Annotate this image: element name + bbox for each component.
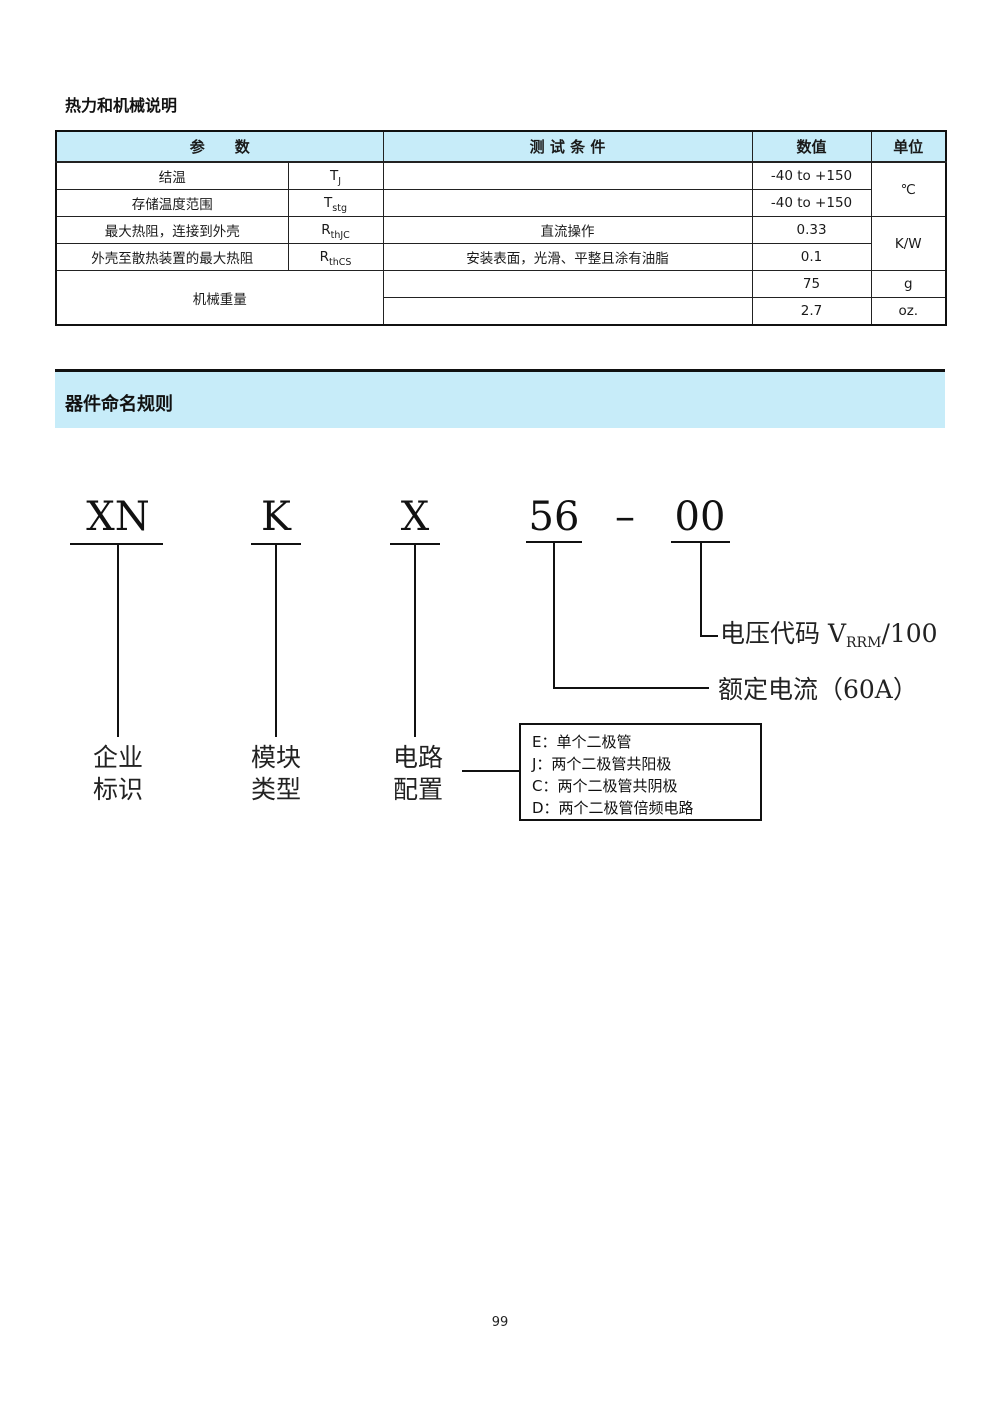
param-value: 0.33 bbox=[751, 216, 872, 244]
page-number: 99 bbox=[491, 1315, 509, 1330]
param-symbol: RthCS bbox=[287, 243, 384, 271]
test-condition: 直流操作 bbox=[382, 216, 753, 244]
underline-x bbox=[390, 543, 440, 545]
param-name: 存储温度范围 bbox=[55, 189, 289, 217]
connector-legend bbox=[462, 770, 519, 772]
weight-unit-g: g bbox=[870, 270, 947, 298]
table-row: 存储温度范围 Tstg -40 to +150 bbox=[55, 189, 946, 217]
header-value: 数值 bbox=[751, 130, 872, 163]
table-row: 最大热阻，连接到外壳 RthJC 直流操作 0.33 K/W bbox=[55, 216, 947, 271]
header-unit: 单位 bbox=[870, 130, 947, 163]
circuit-config-legend: E：单个二极管 J：两个二极管共阳极 C：两个二极管共阴极 D：两个二极管倍频电… bbox=[519, 723, 762, 821]
legend-item: E：单个二极管 bbox=[532, 733, 632, 751]
unit-thermal-resistance: K/W bbox=[870, 216, 947, 271]
section-title-naming: 器件命名规则 bbox=[65, 394, 173, 415]
table-row: 外壳至散热装置的最大热阻 RthCS 安装表面，光滑、平整且涂有油脂 0.1 bbox=[55, 243, 946, 271]
weight-value-oz: 2.7 bbox=[751, 297, 872, 326]
param-symbol: Tstg bbox=[287, 189, 384, 217]
rated-current-note: 额定电流（60A） bbox=[718, 675, 918, 704]
underline-xn bbox=[70, 543, 163, 545]
legend-item: C：两个二极管共阴极 bbox=[532, 777, 678, 795]
code-k: K bbox=[261, 494, 291, 540]
code-x: X bbox=[400, 494, 430, 540]
param-name: 外壳至散热装置的最大热阻 bbox=[55, 243, 289, 271]
test-condition bbox=[382, 270, 753, 298]
underline-00 bbox=[671, 541, 730, 543]
connector-k bbox=[275, 545, 277, 737]
underline-56 bbox=[526, 541, 582, 543]
param-value: -40 to +150 bbox=[751, 161, 872, 190]
header-condition: 测 试 条 件 bbox=[382, 130, 753, 163]
param-value: -40 to +150 bbox=[751, 189, 872, 217]
connector-56 bbox=[553, 543, 555, 689]
label-module-type: 模块 类型 bbox=[250, 743, 301, 804]
table-row: 2.7 oz. bbox=[56, 297, 947, 326]
legend-item: J：两个二极管共阳极 bbox=[532, 755, 672, 773]
connector-56-horizontal bbox=[553, 687, 709, 689]
weight-name: 机械重量 bbox=[55, 270, 384, 326]
code-dash: – bbox=[615, 494, 635, 540]
test-condition bbox=[382, 297, 753, 326]
table-row: 结温 TJ -40 to +150 ℃ bbox=[55, 161, 947, 217]
label-company-id: 企业 标识 bbox=[92, 743, 143, 804]
param-name: 结温 bbox=[55, 161, 289, 190]
connector-x bbox=[414, 545, 416, 737]
test-condition: 安装表面，光滑、平整且涂有油脂 bbox=[382, 243, 753, 271]
section-band-naming: 器件命名规则 bbox=[55, 369, 945, 428]
weight-unit-oz: oz. bbox=[870, 297, 947, 326]
underline-k bbox=[251, 543, 301, 545]
code-56: 56 bbox=[528, 494, 580, 540]
table-header-row: 参 数 测 试 条 件 数值 单位 bbox=[55, 130, 947, 163]
thermal-mechanical-table: 参 数 测 试 条 件 数值 单位 结温 TJ -40 to +150 ℃ 存储… bbox=[55, 130, 948, 326]
unit-temperature: ℃ bbox=[870, 161, 947, 217]
code-xn: XN bbox=[86, 494, 150, 540]
param-symbol: RthJC bbox=[287, 216, 384, 244]
param-name: 最大热阻，连接到外壳 bbox=[55, 216, 289, 244]
header-param: 参 数 bbox=[55, 130, 384, 163]
test-condition bbox=[382, 189, 753, 217]
test-condition bbox=[382, 161, 753, 190]
legend-item: D：两个二极管倍频电路 bbox=[532, 799, 694, 817]
connector-xn bbox=[117, 545, 119, 737]
connector-00-horizontal bbox=[700, 635, 718, 637]
code-00: 00 bbox=[674, 494, 726, 540]
weight-value-g: 75 bbox=[751, 270, 872, 298]
label-circuit-config: 电路 配置 bbox=[392, 743, 443, 804]
connector-00 bbox=[700, 543, 702, 637]
param-symbol: TJ bbox=[287, 161, 384, 190]
voltage-code-note: 电压代码 VRRM/100 bbox=[720, 619, 938, 651]
param-value: 0.1 bbox=[751, 243, 872, 271]
section-title-thermal: 热力和机械说明 bbox=[65, 96, 178, 115]
table-row: 机械重量 75 g bbox=[55, 270, 947, 326]
